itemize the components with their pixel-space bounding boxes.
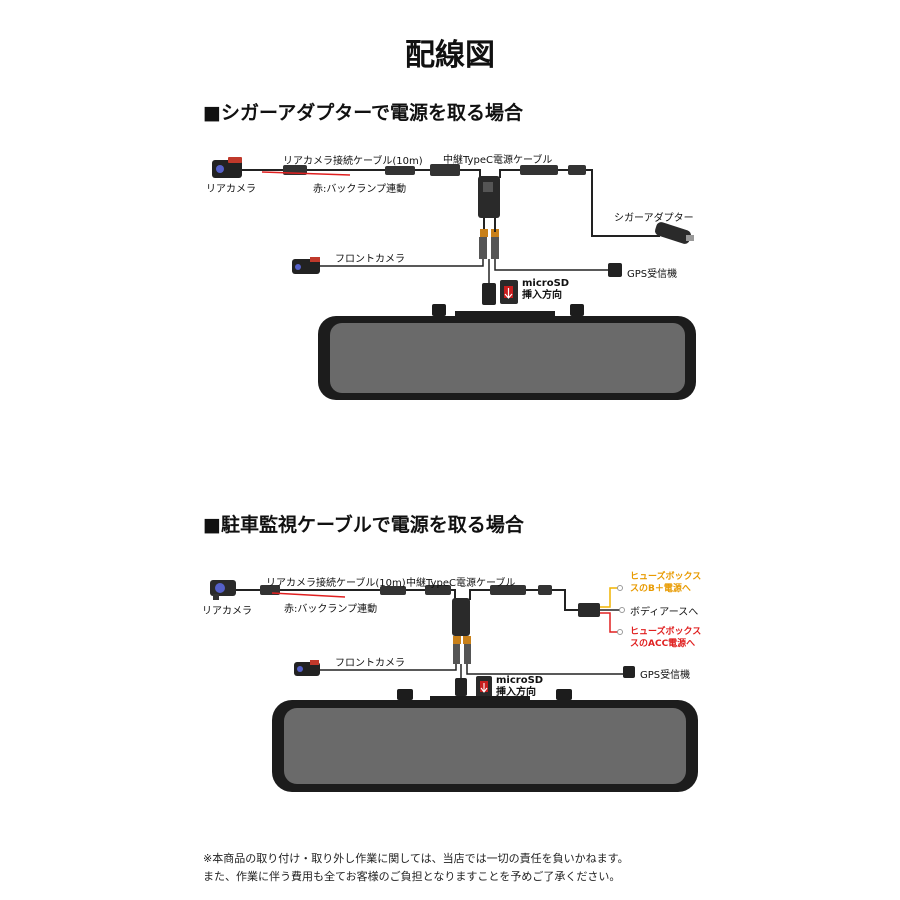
front-camera-icon xyxy=(294,660,320,676)
rear-camera-icon xyxy=(212,157,242,178)
relay-splitter xyxy=(452,598,470,636)
microsd-icon xyxy=(500,280,518,304)
section-heading-parking: ■駐車監視ケーブルで電源を取る場合 xyxy=(203,514,524,536)
microsd-label-line2: 挿入方向 xyxy=(522,290,562,301)
front-camera-icon xyxy=(292,257,320,274)
fuse-acc-label-line1: ヒューズボックス xyxy=(630,627,702,637)
fuse-b-label-line1: ヒューズボックス xyxy=(630,572,702,582)
rear-camera-label: リアカメラ xyxy=(206,184,256,195)
fuse-acc-wire xyxy=(600,612,618,633)
body-earth-label: ボディアースへ xyxy=(630,607,699,618)
section-heading-cigar: ■シガーアダプターで電源を取る場合 xyxy=(203,102,524,124)
rear-camera-icon xyxy=(210,580,236,600)
fuse-b-label: ヒューズボックス スのB＋電源へ xyxy=(630,571,701,595)
parking-module xyxy=(578,603,600,617)
fuse-b-label-line2: スのB＋電源へ xyxy=(630,584,691,594)
relay-cable-label: 中継TypeC電源ケーブル xyxy=(443,155,553,166)
diagram-title: 配線図 xyxy=(405,38,495,73)
relay-cable-label: 中継TypeC電源ケーブル xyxy=(406,578,516,589)
disclaimer-line-1: ※本商品の取り付け・取り外し作業に関しては、当店では一切の責任を負いかねます。 xyxy=(203,852,629,865)
gps-label: GPS受信機 xyxy=(627,269,678,280)
front-camera-label: フロントカメラ xyxy=(335,254,405,265)
microsd-label-line1: microSD xyxy=(522,278,570,289)
microsd-label-line1: microSD xyxy=(496,675,544,686)
mirror-monitor xyxy=(272,689,698,792)
gps-receiver-icon xyxy=(608,263,622,277)
fuse-acc-label-line2: スのACC電源へ xyxy=(630,639,696,649)
wiring-diagram-cigar xyxy=(212,157,696,400)
microsd-label-line2: 挿入方向 xyxy=(496,687,536,698)
microsd-label: microSD 挿入方向 xyxy=(522,278,569,302)
gps-receiver-icon xyxy=(623,666,635,678)
rear-cable-label: リアカメラ接続ケーブル(10m) xyxy=(266,578,406,589)
gps-label: GPS受信機 xyxy=(640,670,691,681)
cigar-adapter-label: シガーアダプター xyxy=(614,213,694,224)
rear-camera-label: リアカメラ xyxy=(202,606,252,617)
reverse-lamp-label: 赤:バックランプ連動 xyxy=(313,184,407,195)
front-camera-label: フロントカメラ xyxy=(335,658,405,669)
rear-cable-label: リアカメラ接続ケーブル(10m) xyxy=(283,156,423,167)
disclaimer-line-2: また、作業に伴う費用も全てお客様のご負担となりますことを予めご了承ください。 xyxy=(203,870,621,883)
mirror-monitor xyxy=(318,304,696,400)
microsd-label: microSD 挿入方向 xyxy=(496,675,543,699)
fuse-acc-label: ヒューズボックス スのACC電源へ xyxy=(630,626,701,650)
cigar-adapter-icon xyxy=(655,222,694,244)
reverse-lamp-wire xyxy=(261,171,351,176)
cigar-cable xyxy=(586,169,660,237)
reverse-lamp-label: 赤:バックランプ連動 xyxy=(284,604,378,615)
microsd-icon xyxy=(476,676,492,698)
wiring-diagram-parking xyxy=(210,580,698,792)
fuse-b-wire xyxy=(600,587,618,608)
